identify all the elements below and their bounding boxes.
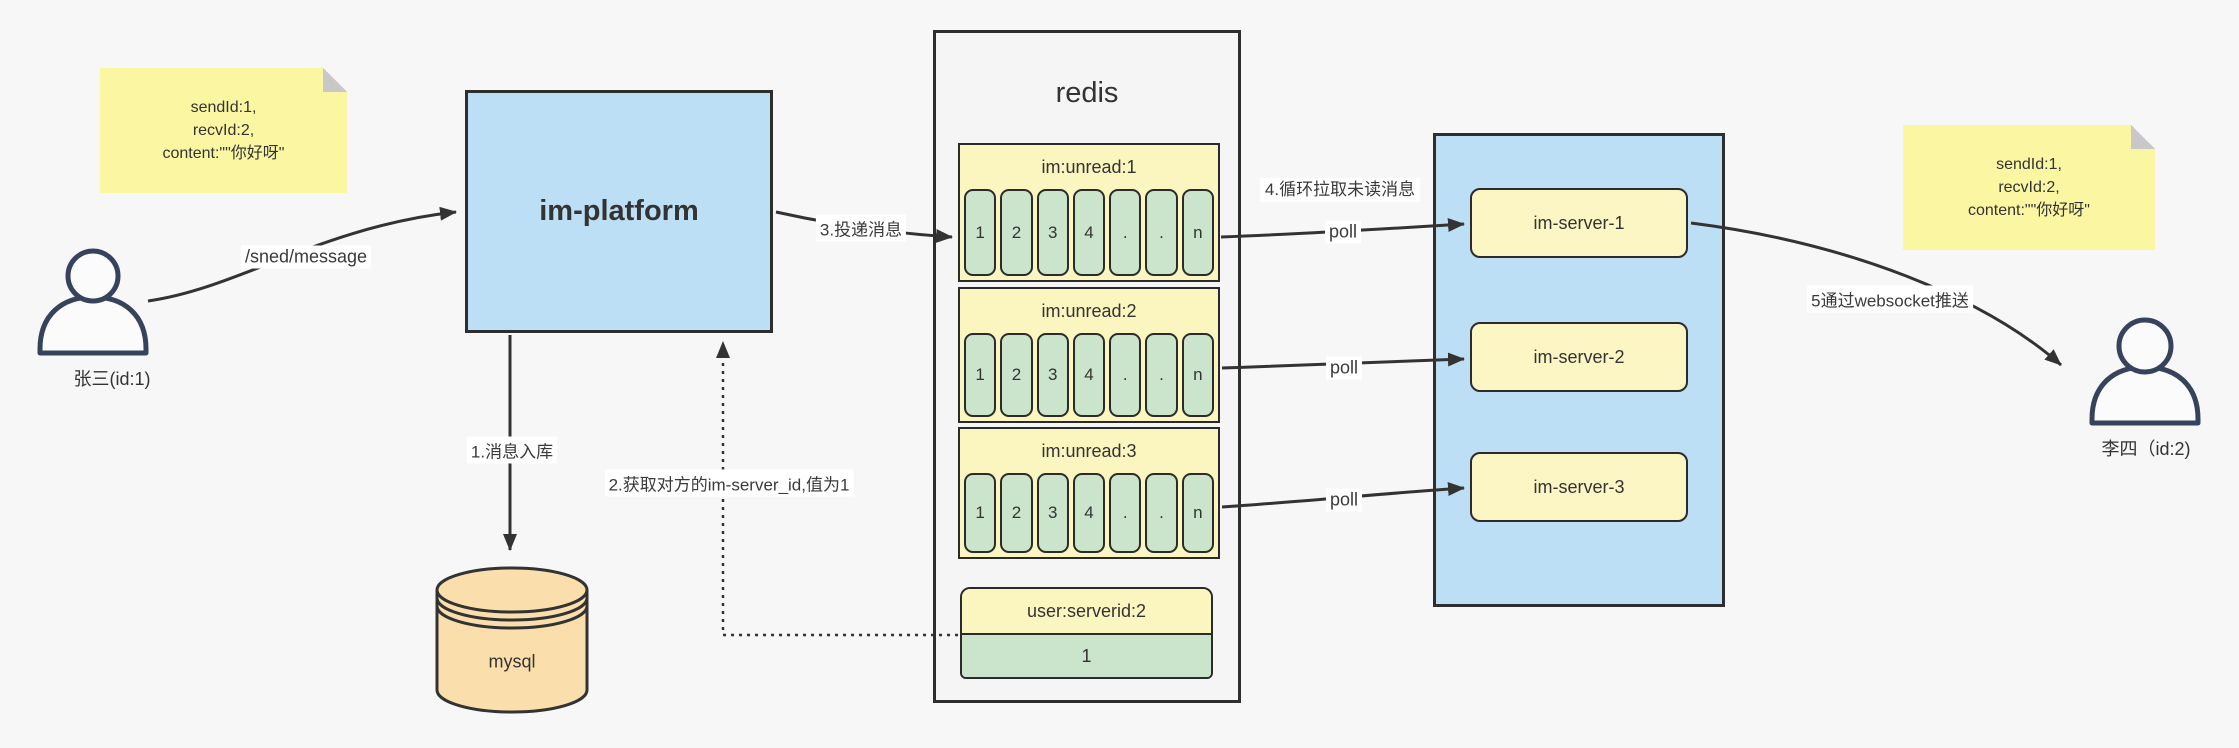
receiver-label: 李四（id:2)	[2101, 439, 2191, 459]
user-serverid-value: 1	[962, 635, 1211, 677]
sender-user-icon	[37, 248, 149, 356]
queue-cell: 1	[964, 333, 997, 417]
redis-queue-unread-1: im:unread:1 1 2 3 4 . . n	[958, 143, 1220, 282]
redis-title: redis	[1055, 77, 1119, 109]
user-serverid-key: user:serverid:2	[962, 589, 1211, 635]
queue-cell: 4	[1072, 473, 1106, 553]
queue-cell: .	[1145, 189, 1178, 276]
edge-label-poll-3: poll	[1325, 488, 1363, 512]
im-server-2-node: im-server-2	[1470, 322, 1688, 392]
edge-label-poll-2: poll	[1325, 356, 1363, 380]
edge-label-store: 1.消息入库	[466, 436, 558, 464]
queue-cell: .	[1109, 189, 1142, 276]
queue-cell: 2	[1000, 473, 1033, 553]
queue-header: im:unread:3	[1041, 441, 1137, 461]
edge-label-lookup: 2.获取对方的im-server_id,值为1	[604, 469, 854, 497]
sticky-note-right: sendId:1, recvId:2, content:""你好呀"	[1903, 125, 2155, 250]
im-platform-label: im-platform	[539, 195, 699, 227]
edge-label-poll-1: poll	[1324, 220, 1362, 244]
queue-cell: 2	[1000, 333, 1033, 417]
queue-cell: 1	[964, 473, 997, 553]
im-server-3-node: im-server-3	[1470, 452, 1688, 522]
queue-cell: .	[1145, 473, 1178, 553]
queue-cell: 4	[1072, 333, 1106, 417]
queue-cell: n	[1181, 189, 1214, 276]
sticky-note-left: sendId:1, recvId:2, content:""你好呀"	[100, 68, 347, 193]
queue-cell: n	[1181, 333, 1214, 417]
user-serverid-node: user:serverid:2 1	[960, 587, 1213, 679]
queue-cells: 1 2 3 4 . . n	[960, 333, 1218, 421]
queue-cell: 4	[1072, 189, 1106, 276]
queue-cell: .	[1109, 473, 1142, 553]
queue-cell: .	[1109, 333, 1142, 417]
mysql-cylinder-icon	[435, 566, 589, 714]
edge-label-pull: 4.循环拉取未读消息	[1260, 177, 1420, 203]
redis-queue-unread-2: im:unread:2 1 2 3 4 . . n	[958, 287, 1220, 423]
im-platform-node: im-platform	[465, 90, 773, 333]
im-server-1-node: im-server-1	[1470, 188, 1688, 258]
edge-label-deliver: 3.投递消息	[815, 214, 907, 242]
edge-label-send: /sned/message	[240, 245, 372, 269]
queue-cell: .	[1145, 333, 1178, 417]
receiver-user-icon	[2089, 317, 2201, 426]
queue-cell: 3	[1036, 473, 1069, 553]
queue-header: im:unread:2	[1041, 301, 1137, 321]
queue-cells: 1 2 3 4 . . n	[960, 473, 1218, 557]
note-fold-icon	[2131, 125, 2155, 149]
redis-queue-unread-3: im:unread:3 1 2 3 4 . . n	[958, 427, 1220, 559]
queue-cell: 3	[1036, 189, 1069, 276]
mysql-label: mysql	[488, 651, 536, 672]
edge-label-push: 5通过websocket推送	[1807, 285, 1973, 313]
sender-label: 张三(id:1)	[73, 369, 151, 389]
queue-header: im:unread:1	[1041, 157, 1137, 177]
queue-cell: 1	[964, 189, 997, 276]
queue-cells: 1 2 3 4 . . n	[960, 189, 1218, 280]
note-fold-icon	[323, 68, 347, 92]
sticky-note-left-text: sendId:1, recvId:2, content:""你好呀"	[162, 98, 285, 163]
queue-cell: 2	[1000, 189, 1033, 276]
sticky-note-right-text: sendId:1, recvId:2, content:""你好呀"	[1968, 155, 2090, 220]
queue-cell: 3	[1036, 333, 1069, 417]
queue-cell: n	[1181, 473, 1214, 553]
